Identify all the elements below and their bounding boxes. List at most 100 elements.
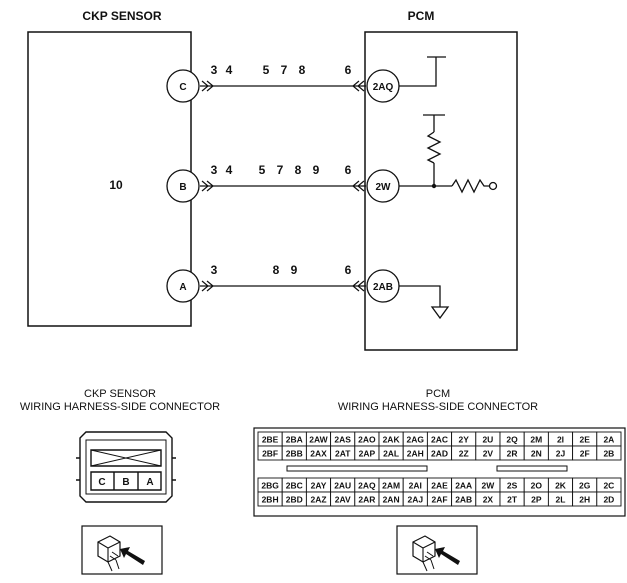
ref-mark: 6: [345, 163, 352, 177]
pcm-pin-label: 2AQ: [373, 82, 394, 93]
ckp-connector-title: CKP SENSOR: [84, 388, 156, 400]
pcm-pin-cell-label: 2AW: [309, 435, 328, 445]
sensor-pin-circle: [166, 69, 200, 103]
pcm-pin-cell-label: 2BA: [286, 435, 303, 445]
pcm-terminal-chevron: [352, 80, 365, 92]
pcm-pin-cell-label: 2AJ: [408, 495, 424, 505]
pcm-pin-cell-label: 2T: [507, 495, 518, 505]
connector-view-icon: [81, 525, 163, 575]
pcm-pin-cell-label: 2AY: [311, 481, 327, 491]
pcm-box: [364, 31, 518, 351]
pcm-pin-cell-label: 2A: [603, 435, 614, 445]
pcm-pin-cell-label: 2R: [507, 449, 518, 459]
ckp-connector-face: [76, 431, 176, 503]
pcm-pin-cell-label: 2AH: [407, 449, 424, 459]
pcm-pin-cell-label: 2I: [557, 435, 564, 445]
pcm-pin-cell-label: 2AF: [431, 495, 447, 505]
pcm-terminal-chevron: [352, 180, 365, 192]
pcm-pin-cell-label: 2Y: [458, 435, 469, 445]
pcm-pin-cell-label: 2AZ: [310, 495, 326, 505]
pcm-pin-cell-label: 2U: [482, 435, 493, 445]
pcm-key-slot: [496, 465, 568, 472]
ref-mark: 9: [313, 163, 320, 177]
pcm-pin-cell-label: 2BB: [286, 449, 303, 459]
ref-mark: 3: [211, 163, 218, 177]
junction-dot: [431, 183, 437, 189]
pcm-pin-cell-label: 2G: [579, 481, 591, 491]
pcm-pin-cell-label: 2F: [580, 449, 590, 459]
pcm-pin-cell-label: 2BD: [286, 495, 303, 505]
pcm-connector-subtitle: WIRING HARNESS-SIDE CONNECTOR: [338, 401, 538, 413]
sensor-pin-label: C: [179, 82, 186, 93]
ref-mark: 5: [263, 63, 270, 77]
pcm-pin-label: 2W: [376, 182, 392, 193]
pcm-pin-cell-label: 2P: [531, 495, 542, 505]
pcm-pin-cell-label: 2X: [483, 495, 494, 505]
pcm-terminal-chevron: [352, 280, 365, 292]
pcm-pin-cell-label: 2S: [507, 481, 518, 491]
ckp-connector-subtitle: WIRING HARNESS-SIDE CONNECTOR: [20, 401, 220, 413]
pcm-pin-cell-label: 2Z: [459, 449, 469, 459]
pcm-pin-label: 2AB: [373, 282, 393, 293]
pcm-pin-cell-label: 2B: [603, 449, 614, 459]
pcm-pin-cell-label: 2AE: [431, 481, 448, 491]
ref-mark: 6: [345, 63, 352, 77]
ckp-pin-a: A: [146, 477, 153, 488]
pcm-pin-cell-label: 2AL: [383, 449, 399, 459]
pcm-pin-cell-label: 2AC: [431, 435, 448, 445]
sensor-ref-number: 10: [109, 178, 123, 192]
ref-mark: 7: [277, 163, 284, 177]
pcm-pin-cell-label: 2H: [579, 495, 590, 505]
pcm-pin-cell-label: 2BE: [262, 435, 279, 445]
sensor-pin-circle: [166, 269, 200, 303]
sensor-terminal-chevron: [201, 80, 214, 92]
pcm-pin-cell-label: 2BG: [261, 481, 279, 491]
pcm-pin-cell-label: 2AG: [407, 435, 425, 445]
pcm-pin-cell-label: 2AA: [455, 481, 472, 491]
pcm-pin-cell-label: 2AK: [383, 435, 401, 445]
pcm-pin-cell-label: 2M: [530, 435, 542, 445]
pcm-pin-cell-label: 2N: [531, 449, 542, 459]
pcm-connector-outline: [253, 427, 626, 517]
ref-mark: 8: [295, 163, 302, 177]
pcm-pin-cell-label: 2J: [556, 449, 566, 459]
pcm-pin-cell-label: 2AV: [335, 495, 351, 505]
pcm-key-slot: [286, 465, 428, 472]
pcm-pin-cell-label: 2W: [482, 481, 496, 491]
pcm-pin-cell-label: 2AN: [383, 495, 400, 505]
pcm-pin-cell-label: 2AT: [335, 449, 351, 459]
pcm-pin-circle: [366, 69, 400, 103]
sensor-pin-label: B: [179, 182, 186, 193]
pcm-pin-circle: [366, 269, 400, 303]
ckp-pin-c: C: [98, 477, 105, 488]
pcm-pin-cell-label: 2BF: [262, 449, 278, 459]
pcm-pin-cell-label: 2O: [531, 481, 543, 491]
pcm-pin-cell-label: 2K: [555, 481, 567, 491]
ckp-sensor-title: CKP SENSOR: [82, 9, 161, 23]
pcm-2ab-ground: [398, 285, 450, 320]
pcm-pin-cell-label: 2AI: [409, 481, 422, 491]
pcm-pin-cell-label: 2BH: [262, 495, 279, 505]
pcm-pin-cell-label: 2E: [579, 435, 590, 445]
pcm-pin-cell-label: 2V: [483, 449, 494, 459]
pcm-pin-cell: [596, 491, 622, 507]
pcm-pin-cell-label: 2Q: [506, 435, 518, 445]
sensor-pin-label: A: [179, 282, 186, 293]
ref-mark: 8: [299, 63, 306, 77]
pcm-2w-circuit: [398, 114, 498, 194]
pcm-pin-cell-label: 2C: [603, 481, 614, 491]
pcm-title: PCM: [408, 9, 435, 23]
ckp-pin-b: B: [122, 477, 129, 488]
ref-mark: 6: [345, 263, 352, 277]
ref-mark: 3: [211, 63, 218, 77]
pcm-pin-cell-label: 2BC: [286, 481, 303, 491]
ref-mark: 3: [211, 263, 218, 277]
pcm-pin-cell-label: 2AP: [359, 449, 376, 459]
pcm-2aq-feed: [398, 56, 446, 87]
pcm-pin-cell-label: 2AO: [358, 435, 376, 445]
pcm-pin-cell-label: 2D: [603, 495, 614, 505]
